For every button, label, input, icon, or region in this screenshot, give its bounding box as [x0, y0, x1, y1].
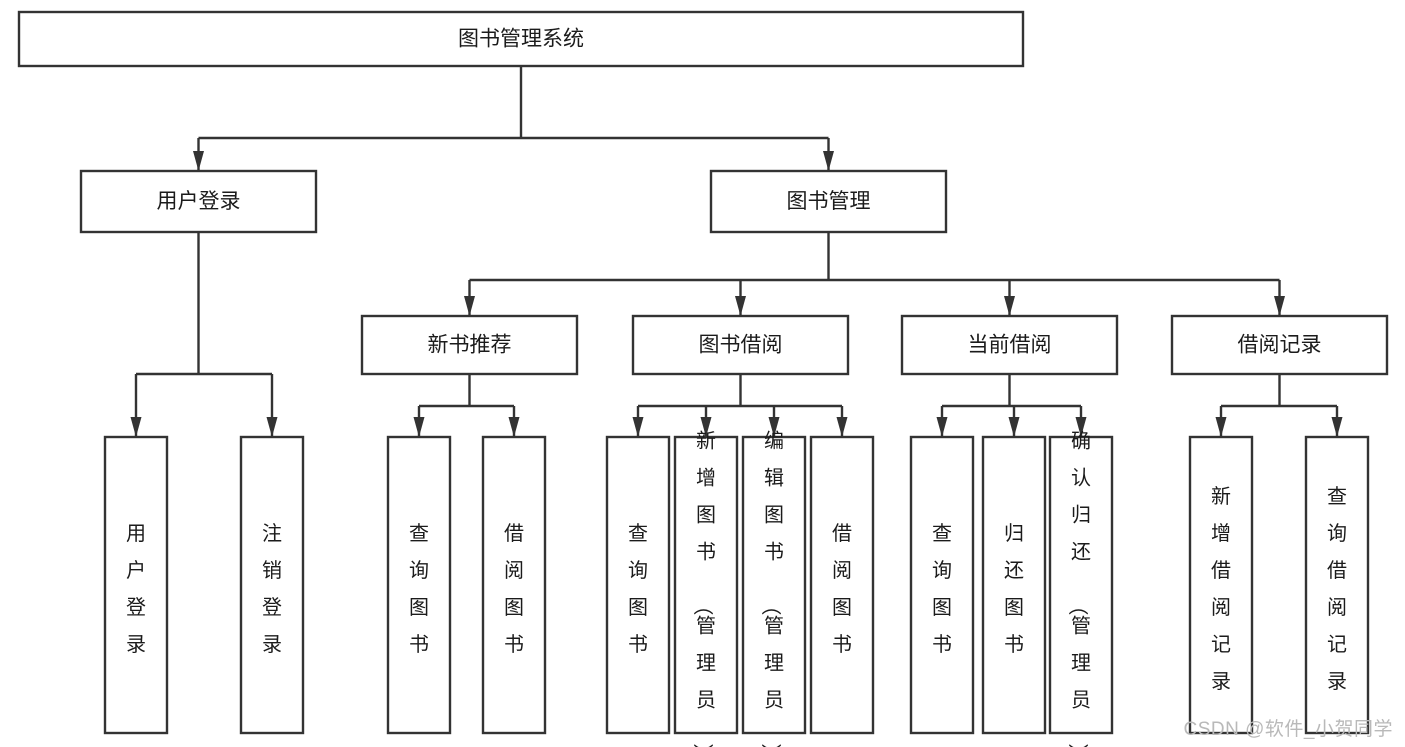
node-leaf-borrow-edit-book[interactable]: 编辑图书（管理员） [741, 429, 807, 747]
arrow-head-icon [130, 417, 142, 437]
connector-lines-layer [130, 66, 1343, 437]
edge-group-new-book-rec [413, 374, 520, 437]
arrow-head-icon [266, 417, 278, 437]
node-box-leaf-borrow-edit-book [741, 435, 807, 735]
node-current-borrow[interactable]: 当前借阅 [900, 314, 1119, 376]
arrow-head-icon [508, 417, 520, 437]
arrow-head-icon [632, 417, 644, 437]
arrow-head-icon [735, 296, 746, 316]
node-leaf-current-confirm-return[interactable]: 确认归还（管理员） [1048, 429, 1114, 747]
node-label-leaf-borrow-borrow-book: 借阅图书 [832, 522, 852, 656]
nodes-layer: 图书管理系统用户登录图书管理新书推荐图书借阅当前借阅借阅记录用户登录注销登录查询… [17, 10, 1389, 747]
node-box-leaf-borrow-borrow-book [809, 435, 875, 735]
edge-group-current-borrow [936, 374, 1087, 437]
node-label-borrow-record: 借阅记录 [1238, 334, 1322, 357]
node-box-current-borrow [900, 314, 1119, 376]
arrow-head-icon [1331, 417, 1343, 437]
node-label-leaf-current-query-book: 查询图书 [932, 522, 952, 656]
arrow-head-icon [823, 151, 834, 171]
node-leaf-borrow-borrow-book[interactable]: 借阅图书 [809, 435, 875, 735]
node-leaf-record-add[interactable]: 新增借阅记录 [1188, 435, 1254, 735]
node-box-book-borrow [631, 314, 850, 376]
edge-group-borrow-record [1215, 374, 1343, 437]
arrow-head-icon [1215, 417, 1227, 437]
arrow-head-icon [768, 417, 780, 437]
arrow-head-icon [836, 417, 848, 437]
node-leaf-user-login[interactable]: 用户登录 [103, 435, 169, 735]
node-label-leaf-user-login: 用户登录 [126, 523, 146, 656]
node-label-leaf-borrow-query-book: 查询图书 [628, 522, 648, 656]
arrow-head-icon [193, 151, 204, 171]
node-label-leaf-current-confirm-return: 确认归还（管理员） [1066, 429, 1091, 747]
node-box-leaf-current-confirm-return [1048, 435, 1114, 735]
node-leaf-borrow-add-book[interactable]: 新增图书（管理员） [673, 429, 739, 747]
arrow-head-icon [1004, 296, 1015, 316]
node-borrow-record[interactable]: 借阅记录 [1170, 314, 1389, 376]
arrow-head-icon [1075, 417, 1087, 437]
edge-group-root [193, 66, 834, 171]
node-book-manage[interactable]: 图书管理 [709, 169, 948, 234]
node-box-leaf-record-add [1188, 435, 1254, 735]
node-box-leaf-current-query-book [909, 435, 975, 735]
arrow-head-icon [413, 417, 425, 437]
node-label-current-borrow: 当前借阅 [968, 334, 1052, 357]
node-user-login[interactable]: 用户登录 [79, 169, 318, 234]
node-label-leaf-record-query: 查询借阅记录 [1327, 485, 1347, 693]
node-label-book-manage: 图书管理 [787, 190, 871, 213]
arrow-head-icon [1008, 417, 1020, 437]
arrow-head-icon [1274, 296, 1285, 316]
node-leaf-user-logout[interactable]: 注销登录 [239, 435, 305, 735]
edge-group-book-manage [464, 232, 1285, 316]
node-box-leaf-user-login [103, 435, 169, 735]
node-box-leaf-rec-query-book [386, 435, 452, 735]
node-box-leaf-user-logout [239, 435, 305, 735]
node-root[interactable]: 图书管理系统 [17, 10, 1025, 68]
node-box-leaf-record-query [1304, 435, 1370, 735]
node-leaf-record-query[interactable]: 查询借阅记录 [1304, 435, 1370, 735]
node-leaf-current-return-book[interactable]: 归还图书 [981, 435, 1047, 735]
arrow-head-icon [464, 296, 475, 316]
node-leaf-rec-query-book[interactable]: 查询图书 [386, 435, 452, 735]
edge-group-book-borrow [632, 374, 848, 437]
node-label-root: 图书管理系统 [458, 28, 584, 51]
node-label-leaf-rec-borrow-book: 借阅图书 [504, 522, 524, 656]
node-leaf-borrow-query-book[interactable]: 查询图书 [605, 435, 671, 735]
node-box-leaf-current-return-book [981, 435, 1047, 735]
node-box-leaf-borrow-add-book [673, 435, 739, 735]
node-box-leaf-borrow-query-book [605, 435, 671, 735]
node-box-root [17, 10, 1025, 68]
node-label-leaf-current-return-book: 归还图书 [1004, 522, 1024, 656]
node-label-user-login: 用户登录 [157, 190, 241, 213]
node-label-leaf-borrow-edit-book: 编辑图书（管理员） [759, 429, 784, 747]
node-label-new-book-rec: 新书推荐 [428, 334, 512, 357]
node-box-book-manage [709, 169, 948, 234]
node-label-leaf-record-add: 新增借阅记录 [1211, 485, 1231, 693]
node-book-borrow[interactable]: 图书借阅 [631, 314, 850, 376]
node-label-leaf-rec-query-book: 查询图书 [409, 522, 429, 656]
node-label-leaf-borrow-add-book: 新增图书（管理员） [691, 429, 716, 747]
arrow-head-icon [700, 417, 712, 437]
arrow-head-icon [936, 417, 948, 437]
node-leaf-current-query-book[interactable]: 查询图书 [909, 435, 975, 735]
node-label-leaf-user-logout: 注销登录 [262, 522, 282, 656]
node-box-borrow-record [1170, 314, 1389, 376]
node-box-leaf-rec-borrow-book [481, 435, 547, 735]
node-new-book-rec[interactable]: 新书推荐 [360, 314, 579, 376]
edge-group-user-login [130, 232, 278, 437]
node-box-new-book-rec [360, 314, 579, 376]
node-box-user-login [79, 169, 318, 234]
node-label-book-borrow: 图书借阅 [699, 334, 783, 357]
node-leaf-rec-borrow-book[interactable]: 借阅图书 [481, 435, 547, 735]
